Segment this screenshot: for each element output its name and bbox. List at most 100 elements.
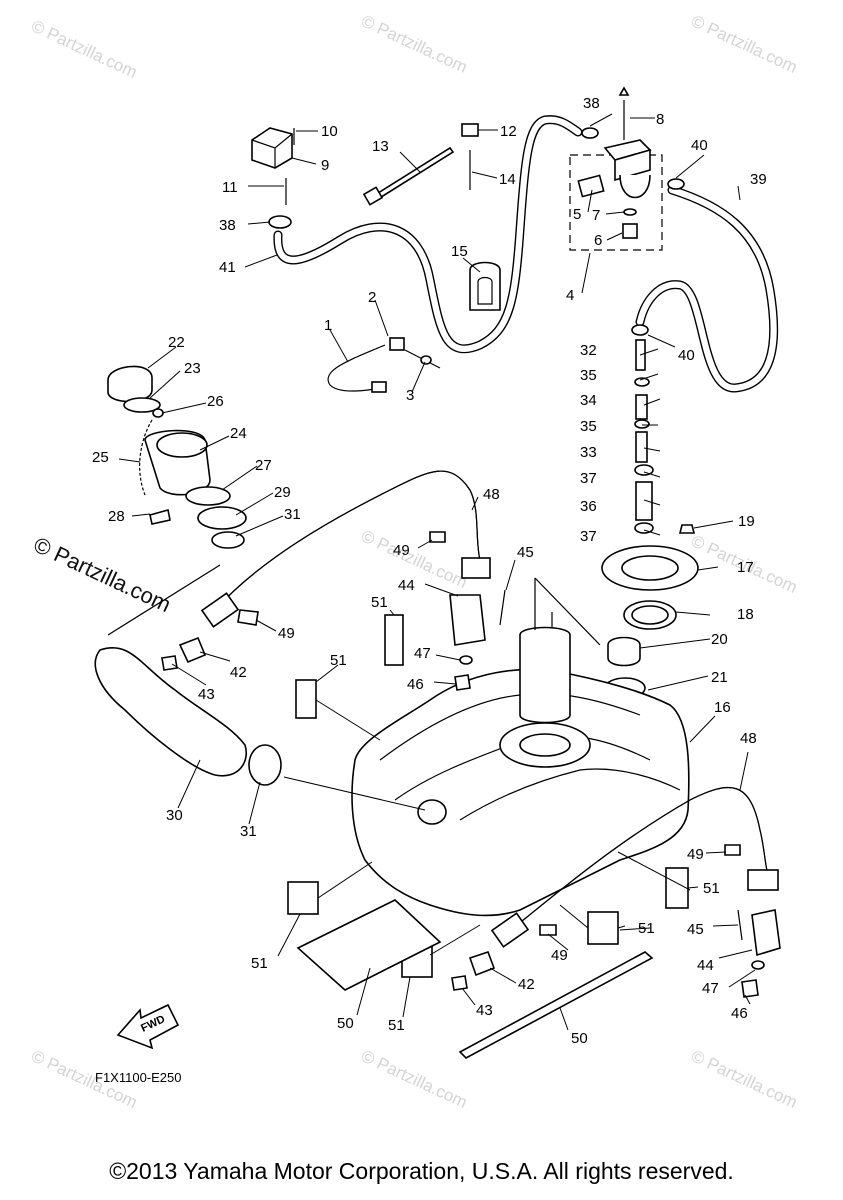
clip-12 [461,123,479,137]
part-label-50: 50 [571,1030,588,1047]
part-label-3: 3 [406,387,414,404]
part-label-45: 45 [517,544,534,561]
joint-33 [635,431,648,463]
part-label-34: 34 [580,392,597,409]
fuel-pump-module [519,626,571,724]
cable-tie-13 [373,146,455,201]
watermark: © Partzilla.com [358,1046,470,1112]
part-label-38: 38 [219,217,236,234]
part-label-11: 11 [222,179,238,196]
part-label-31: 31 [240,823,257,840]
copyright-notice: ©2013 Yamaha Motor Corporation, U.S.A. A… [109,1158,734,1184]
hose-clamp-40 [631,324,649,336]
nut-19 [678,524,696,534]
part-label-49: 49 [278,625,295,642]
part-label-37: 37 [580,528,597,545]
filter-bowl [619,174,651,199]
part-number-labels: 1 2 3 4 5 6 7 8 9 10 11 12 13 14 15 16 1… [92,95,767,1047]
clip-35 [634,377,650,387]
gasket-23 [123,397,161,413]
bolt-49 [429,531,446,543]
mount-44 [751,909,781,957]
washer-47 [459,655,473,665]
part-label-28: 28 [108,508,125,525]
part-label-33: 33 [580,444,597,461]
watermark: © Partzilla.com [358,11,470,77]
part-label-51: 51 [703,880,720,897]
part-label-48: 48 [483,486,500,503]
top-small-parts [251,123,501,393]
nut-46 [454,674,471,691]
part-label-36: 36 [580,498,597,515]
part-label-7: 7 [592,207,600,224]
part-label-51: 51 [638,920,655,937]
part-label-6: 6 [594,232,602,249]
bolt-49 [539,924,557,936]
part-label-51: 51 [330,652,347,669]
part-label-4: 4 [566,287,574,304]
pads-and-strips [287,614,689,1059]
part-label-31: 31 [284,506,301,523]
part-label-51: 51 [388,1017,405,1034]
part-label-48: 48 [740,730,757,747]
pad-51 [384,614,404,666]
part-label-10: 10 [321,123,338,140]
hose-clamp-38 [268,215,292,229]
part-label-40: 40 [691,137,708,154]
part-label-23: 23 [184,360,201,377]
part-label-44: 44 [697,957,714,974]
part-label-46: 46 [731,1005,748,1022]
part-label-47: 47 [702,980,719,997]
part-label-50: 50 [337,1015,354,1032]
part-label-41: 41 [219,259,236,276]
part-label-15: 15 [451,243,468,260]
bolt-43 [161,655,178,671]
chain-25 [139,419,153,496]
bolt-49 [237,609,259,626]
o-ring-7 [623,208,637,216]
hose-clamp-38 [581,127,599,139]
part-label-39: 39 [750,171,767,188]
watermark-prominent: © Partzilla.com [30,532,175,617]
mounts-and-bolts [161,531,781,998]
hose-34 [635,394,648,420]
tank-bands-48 [200,470,779,948]
bracket-5 [577,174,605,198]
watermark: © Partzilla.com [28,16,140,82]
part-label-17: 17 [737,559,754,576]
fuel-tank-16 [351,610,690,917]
filler-neck-parts [107,365,247,636]
bolt-45 [499,589,506,626]
part-label-49: 49 [551,947,568,964]
stay-42 [178,636,207,664]
cable-tie-1 [327,344,386,392]
part-label-16: 16 [714,699,731,716]
nut-29 [197,506,247,530]
packing-27 [185,486,231,506]
part-label-12: 12 [500,123,517,140]
part-label-43: 43 [476,1002,493,1019]
screw-28 [149,508,171,525]
nut-46 [741,979,759,998]
stay-42 [468,950,496,977]
part-label-21: 21 [711,669,728,686]
part-label-24: 24 [230,425,247,442]
bracket-9 [251,127,293,169]
part-label-29: 29 [274,484,291,501]
leader-lines [118,113,756,1031]
filler-hose-30 [94,647,247,777]
part-label-45: 45 [687,921,704,938]
fuel-hoses [273,115,779,393]
bolt-45 [737,909,743,941]
fwd-arrow: FWD [116,1003,180,1050]
clip-35 [634,419,650,429]
filler-cap-22 [107,365,153,403]
part-label-25: 25 [92,449,109,466]
pad-51 [295,679,317,719]
part-label-35: 35 [580,418,597,435]
bolt-49 [724,844,741,856]
strip-50 [458,951,654,1059]
part-label-47: 47 [414,645,431,662]
part-label-51: 51 [371,594,388,611]
